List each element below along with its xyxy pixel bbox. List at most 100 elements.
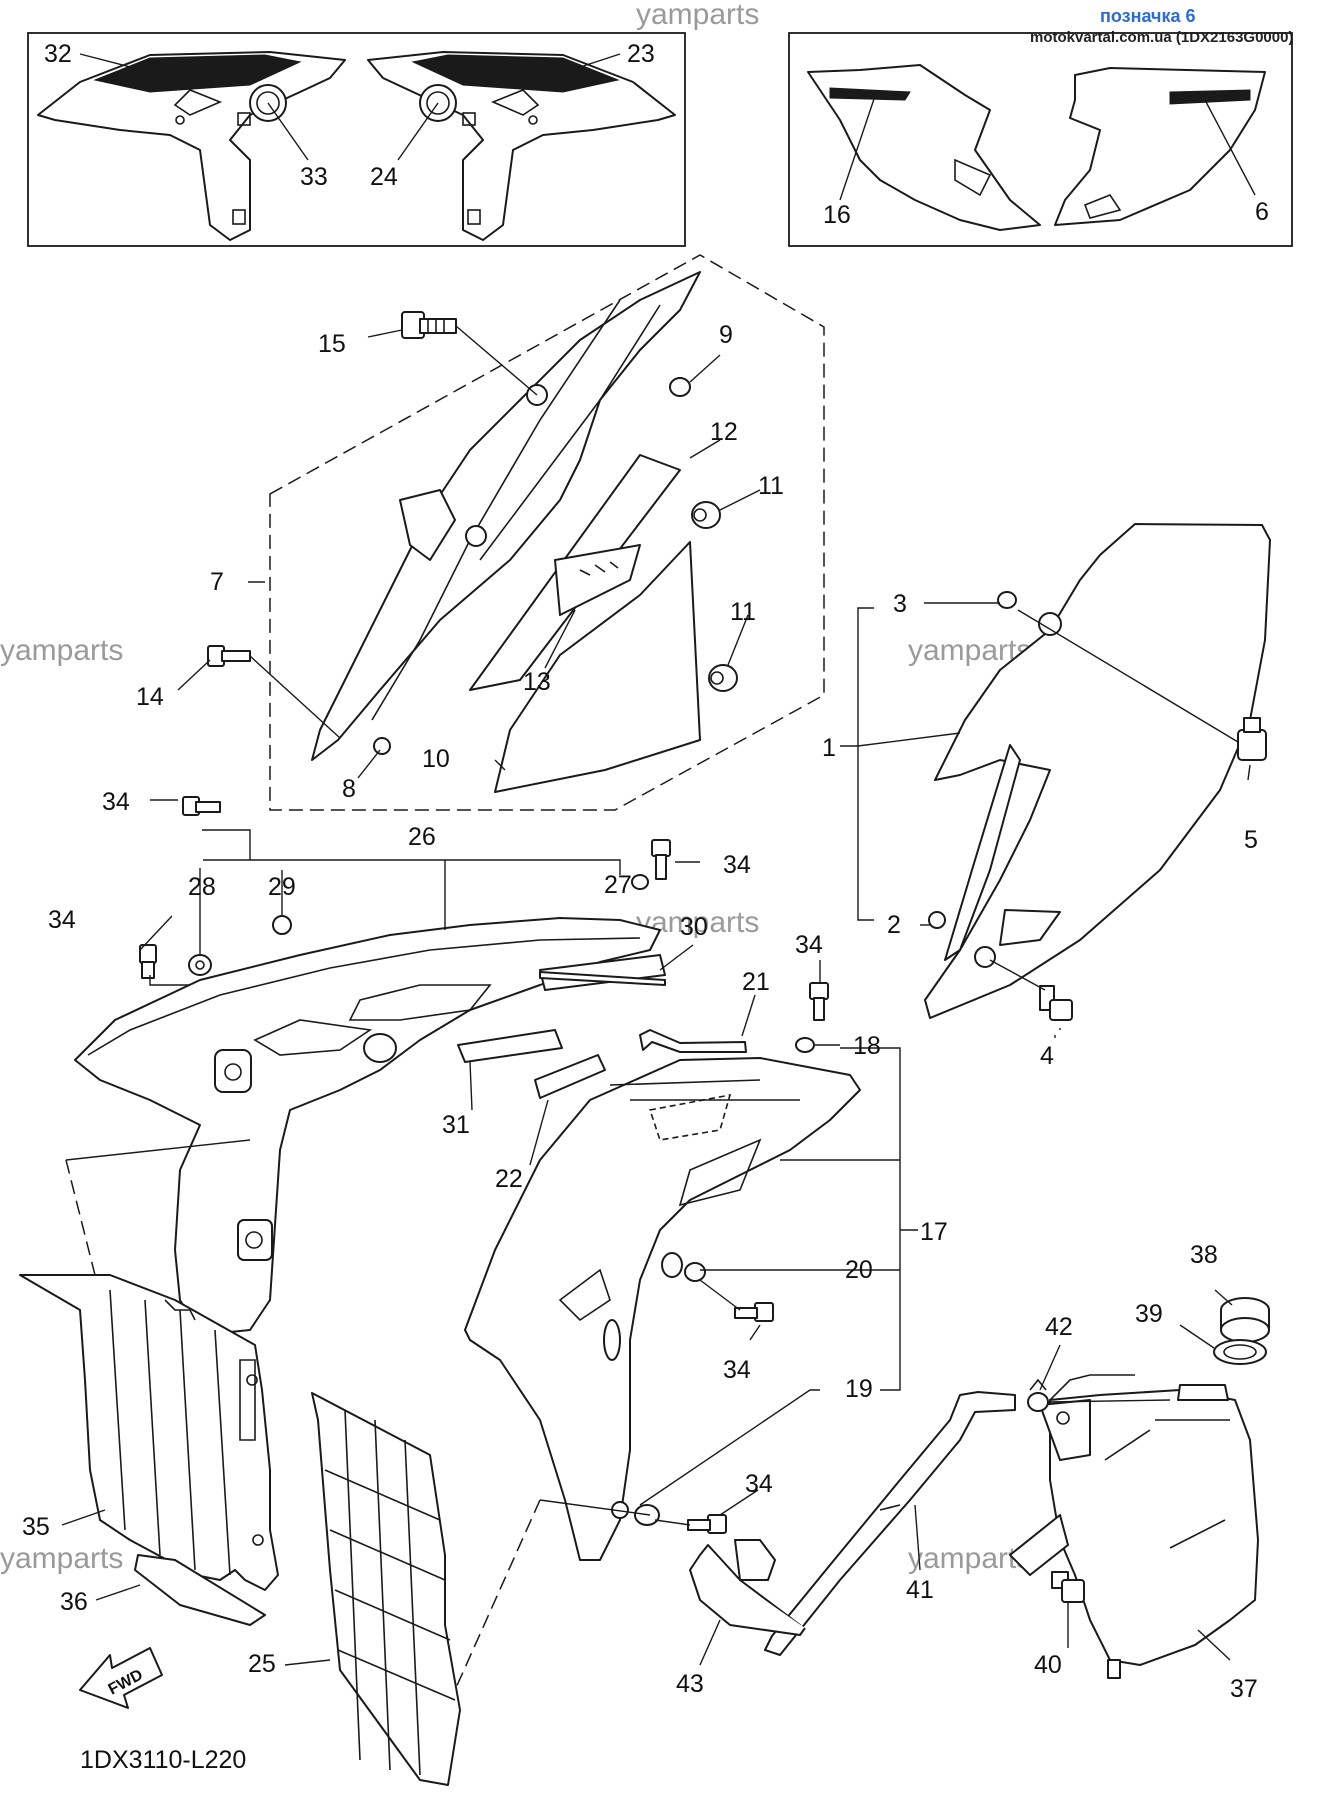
part-1-side-cover: [924, 523, 1271, 1019]
part-17-radiator-shroud: [464, 1057, 861, 1561]
callout-42: 42: [1045, 1313, 1073, 1341]
callout-4: 4: [1040, 1042, 1054, 1070]
watermark: yamparts: [636, 0, 759, 31]
callout-29: 29: [268, 873, 296, 901]
watermark: yamparts: [0, 1542, 123, 1575]
callout-35: 35: [22, 1513, 50, 1541]
part-34-bolt-f: [687, 1514, 727, 1534]
callout-37: 37: [1230, 1675, 1258, 1703]
part-3-washer: [997, 591, 1017, 609]
callout-33: 33: [300, 163, 328, 191]
part-42-clamp: [1027, 1378, 1049, 1412]
side-cover-decal-left: [807, 64, 1041, 231]
part-22-sponge: [534, 1054, 606, 1099]
callout-20: 20: [845, 1256, 873, 1284]
part-31-sponge: [457, 1029, 563, 1063]
part-35-radiator: [19, 1274, 279, 1591]
part-40-bolt: [1051, 1571, 1085, 1603]
callout-1: 1: [822, 734, 836, 762]
callout-8: 8: [342, 775, 356, 803]
callout-43: 43: [676, 1670, 704, 1698]
part-39-gasket: [1213, 1339, 1267, 1365]
part-34-bolt-e: [734, 1302, 774, 1322]
part-29-washer: [272, 915, 292, 935]
header-site: motokvartal.com.ua (1DX2163G0000): [1030, 29, 1293, 46]
callout-17: 17: [920, 1218, 948, 1246]
callout-26: 26: [408, 823, 436, 851]
callout-22: 22: [495, 1165, 523, 1193]
part-26-radiator-shroud: [74, 917, 666, 1336]
callout-38: 38: [1190, 1241, 1218, 1269]
part-34-bolt-a: [182, 796, 221, 816]
callout-23: 23: [627, 40, 655, 68]
callout-34: 34: [795, 931, 823, 959]
fwd-arrow-icon: FWD: [79, 1647, 163, 1709]
diagram-code: 1DX3110-L220: [80, 1746, 246, 1774]
callout-7: 7: [210, 568, 224, 596]
callout-14: 14: [136, 683, 164, 711]
inset-box-side-cover-decals: [788, 32, 1293, 247]
callout-27: 27: [604, 871, 632, 899]
part-5-bolt: [1237, 717, 1267, 761]
part-36-sponge: [134, 1554, 266, 1626]
callout-15: 15: [318, 330, 346, 358]
callout-5: 5: [1244, 826, 1258, 854]
part-34-bolt-d: [809, 982, 829, 1021]
part-20-washer: [684, 1262, 706, 1282]
watermark: yamparts: [0, 634, 123, 667]
part-30-strip: [539, 971, 666, 986]
part-37-tank: [1009, 1374, 1259, 1679]
callout-30: 30: [680, 913, 708, 941]
callout-19: 19: [845, 1375, 873, 1403]
part-28-grommet: [188, 954, 212, 976]
part-4-bolt: [1039, 985, 1073, 1021]
callout-24: 24: [370, 163, 398, 191]
part-25-radiator-guard: [311, 1392, 461, 1786]
part-7-shroud-frame: [311, 271, 701, 761]
callout-34: 34: [102, 788, 130, 816]
part-18-washer: [795, 1037, 815, 1053]
callout-10: 10: [422, 745, 450, 773]
callout-13: 13: [523, 668, 551, 696]
callout-28: 28: [188, 873, 216, 901]
part-27-washer: [631, 874, 649, 890]
shroud-decal-right: [367, 51, 676, 241]
callout-25: 25: [248, 1650, 276, 1678]
callout-12: 12: [710, 418, 738, 446]
part-10-guard: [494, 541, 701, 793]
part-8-washer: [373, 737, 391, 755]
callout-6: 6: [1255, 198, 1269, 226]
callout-31: 31: [442, 1111, 470, 1139]
callout-9: 9: [719, 321, 733, 349]
part-14-bolt: [207, 645, 251, 667]
callout-34: 34: [723, 1356, 751, 1384]
callout-2: 2: [887, 911, 901, 939]
part-11-collar-upper: [691, 501, 721, 529]
part-43-breather-hose: [689, 1539, 806, 1636]
callout-3: 3: [893, 590, 907, 618]
callout-11: 11: [758, 472, 784, 500]
inset-box-shroud-decals: [27, 32, 686, 247]
callout-16: 16: [823, 201, 851, 229]
part-38-cap: [1220, 1297, 1270, 1343]
callout-34: 34: [745, 1470, 773, 1498]
callout-41: 41: [906, 1576, 934, 1604]
watermark: yamparts: [908, 1542, 1031, 1575]
part-15-bolt: [401, 311, 457, 339]
callout-34: 34: [723, 851, 751, 879]
callout-18: 18: [853, 1032, 881, 1060]
part-9-washer: [669, 377, 691, 397]
header-label: позначка 6: [1100, 6, 1196, 26]
part-34-bolt-b: [139, 944, 157, 979]
part-11-collar-lower: [708, 664, 738, 692]
part-34-bolt-c: [651, 839, 671, 880]
part-2-washer: [928, 911, 946, 929]
part-21-plate: [639, 1029, 747, 1053]
callout-11: 11: [730, 598, 756, 626]
callout-39: 39: [1135, 1300, 1163, 1328]
callout-34: 34: [48, 906, 76, 934]
shroud-decal-left: [37, 51, 346, 241]
callout-32: 32: [44, 40, 72, 68]
callout-36: 36: [60, 1588, 88, 1616]
